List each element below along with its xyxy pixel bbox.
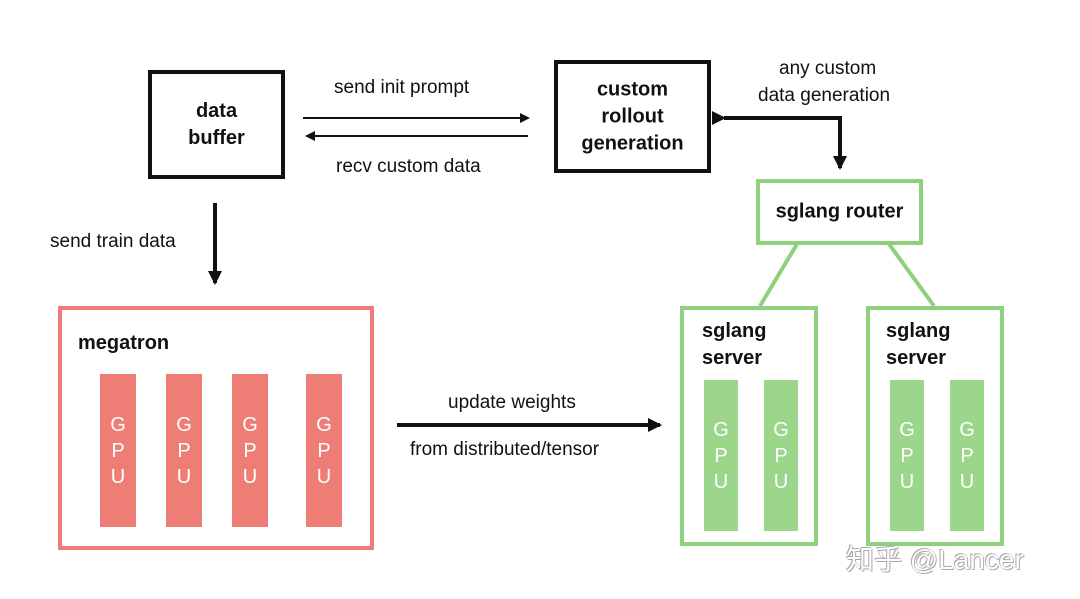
data-generation-label: data generation [758, 85, 891, 106]
any-custom-label: any custom [779, 58, 877, 79]
server-2-gpu-1: G P U [890, 380, 924, 531]
megatron-gpu-2: G P U [166, 374, 202, 527]
server-2-gpu-2: G P U [950, 380, 984, 531]
recv-custom-data-label: recv custom data [336, 156, 481, 177]
megatron-gpu-3: G P U [232, 374, 268, 527]
megatron-node: megatron G P U G P U G P U G P U [58, 306, 374, 550]
megatron-gpu-4: G P U [306, 374, 342, 527]
arrow-any-custom-data-generation [712, 111, 847, 170]
gpu-label: G P U [110, 413, 126, 488]
sglang-router-label: sglang router [775, 200, 904, 223]
gpu-label: G P U [176, 413, 192, 488]
server-1-gpu-1: G P U [704, 380, 738, 531]
send-train-data-label: send train data [50, 231, 176, 252]
custom-rollout-node: custom rollout generation [554, 60, 711, 173]
server-1-gpu-2: G P U [764, 380, 798, 531]
sglang-server-1-label: sglang server [702, 320, 767, 369]
router-to-server-1-line [758, 242, 799, 308]
router-to-server-2-line [887, 242, 936, 308]
gpu-label: G P U [773, 418, 789, 493]
sglang-server-2-label: sglang server [886, 320, 951, 369]
gpu-label: G P U [899, 418, 915, 493]
data-buffer-label: data buffer [188, 99, 245, 149]
from-distributed-tensor-label: from distributed/tensor [410, 439, 600, 460]
gpu-label: G P U [959, 418, 975, 493]
custom-rollout-label: custom rollout generation [581, 78, 684, 154]
gpu-label: G P U [242, 413, 258, 488]
gpu-label: G P U [713, 418, 729, 493]
sglang-server-2-node: sglang server G P U G P U [866, 306, 1004, 546]
megatron-label: megatron [78, 332, 170, 354]
sglang-router-node: sglang router [756, 179, 923, 245]
data-buffer-node: data buffer [148, 70, 285, 179]
zhihu-watermark: 知乎 @Lancer [846, 544, 1024, 575]
sglang-server-1-node: sglang server G P U G P U [680, 306, 818, 546]
send-init-prompt-label: send init prompt [334, 77, 470, 98]
gpu-label: G P U [316, 413, 332, 488]
update-weights-label: update weights [448, 392, 576, 413]
megatron-gpu-1: G P U [100, 374, 136, 527]
